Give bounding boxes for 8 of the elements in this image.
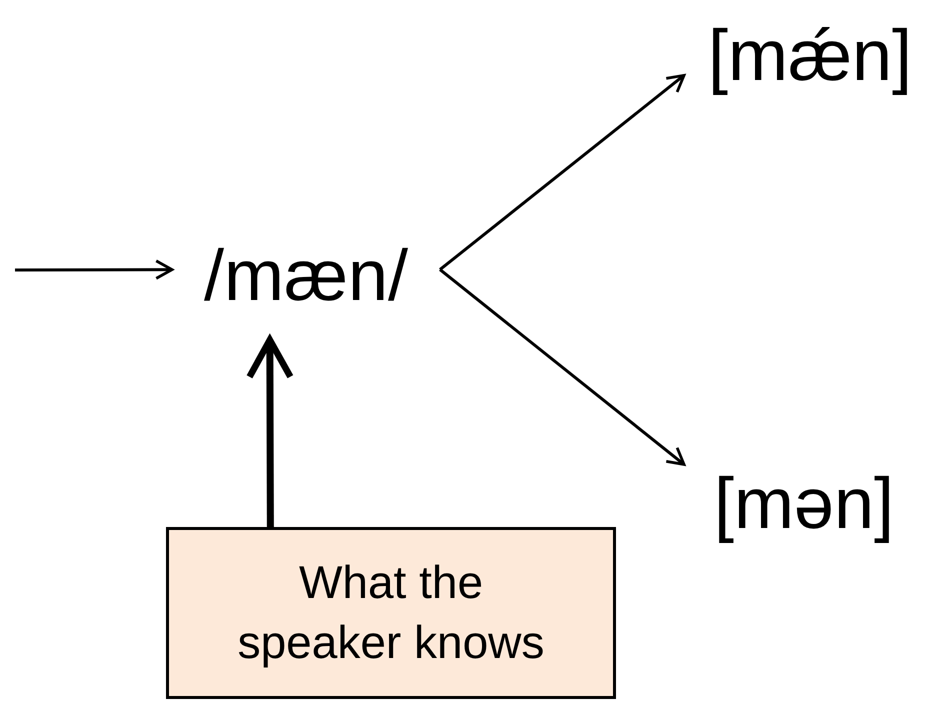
transcription-text: [mǽn] bbox=[708, 15, 912, 97]
transcription-text: [mən] bbox=[714, 463, 894, 545]
arrow bbox=[439, 268, 686, 466]
transcription-text: /mæn/ bbox=[204, 235, 408, 317]
box-label: What the speaker knows bbox=[236, 555, 546, 670]
arrow bbox=[439, 74, 686, 271]
knowledge-box bbox=[166, 527, 616, 699]
arrow bbox=[15, 260, 174, 280]
